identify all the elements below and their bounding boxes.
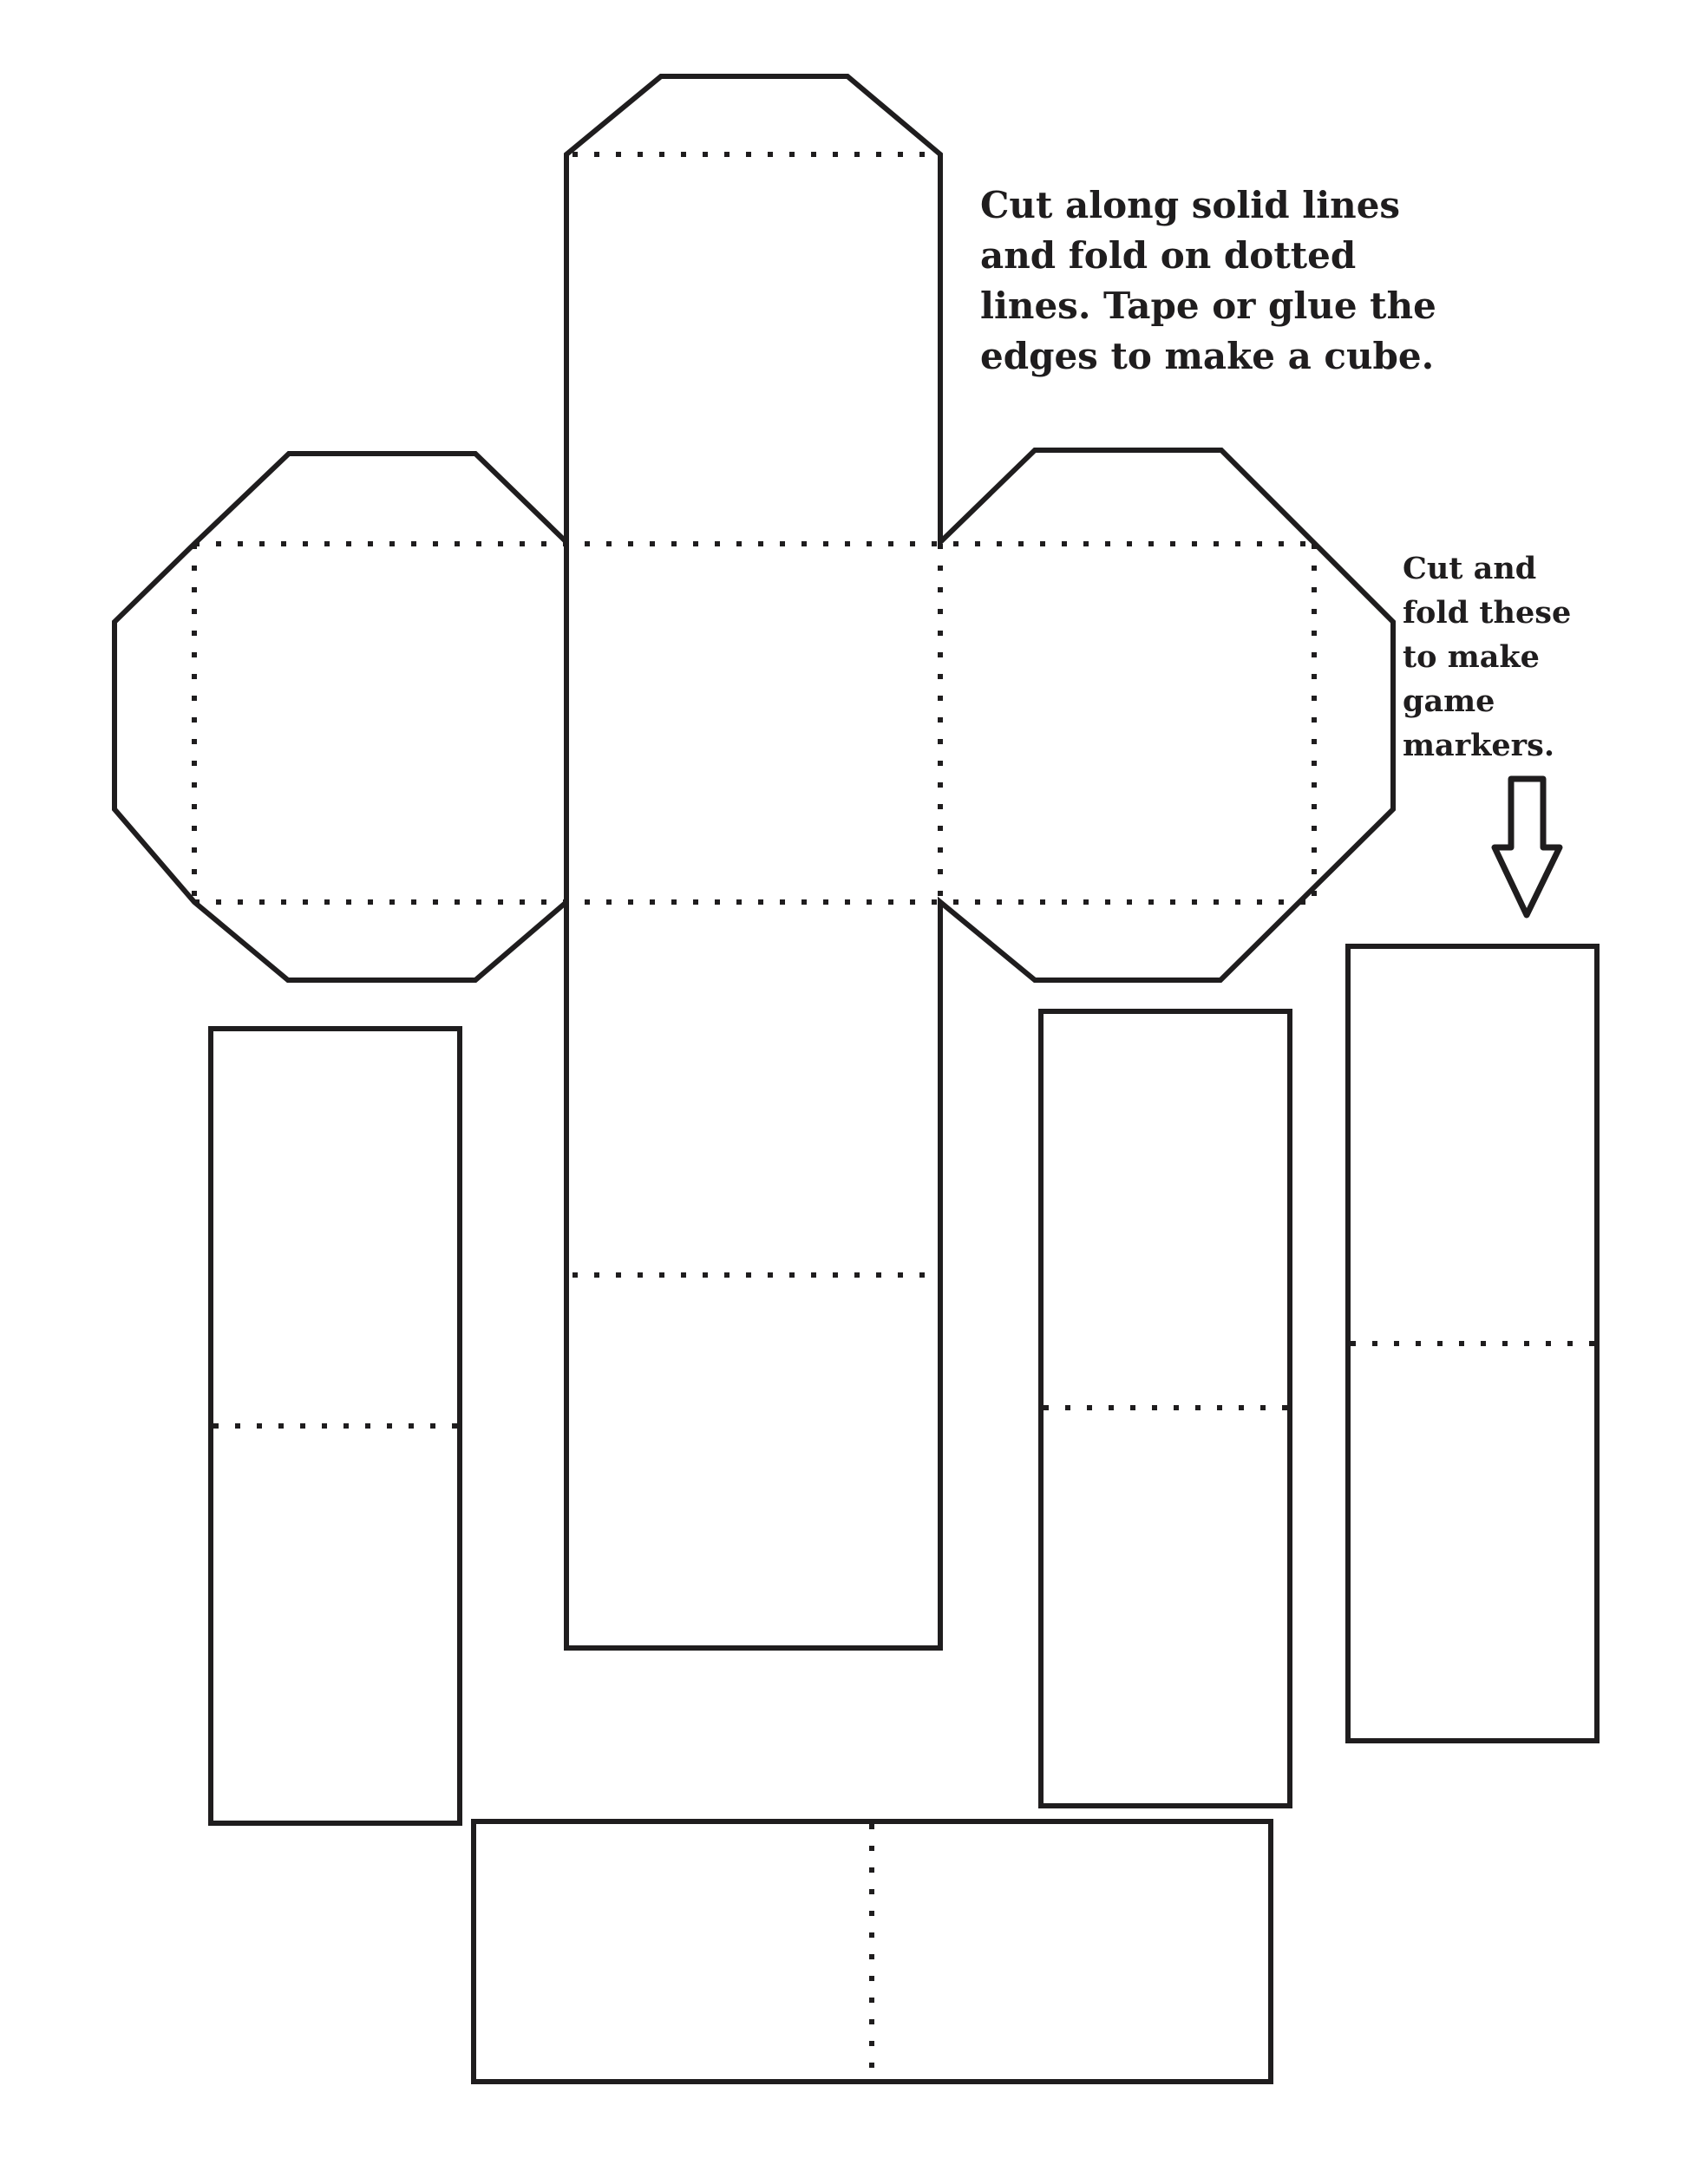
- cube-instructions: Cut along solid lines and fold on dotted…: [980, 184, 1436, 377]
- down-arrow-icon: [1491, 775, 1563, 919]
- marker-left: [208, 1026, 462, 1826]
- cube-net-outline: [112, 74, 1396, 1651]
- marker-far-right: [1345, 944, 1600, 1743]
- marker-bottom: [471, 1819, 1273, 2084]
- cube-net: [112, 74, 1396, 1651]
- marker-instructions: Cut and fold these to make game markers.: [1403, 551, 1572, 763]
- marker-middle-right: [1038, 1009, 1292, 1808]
